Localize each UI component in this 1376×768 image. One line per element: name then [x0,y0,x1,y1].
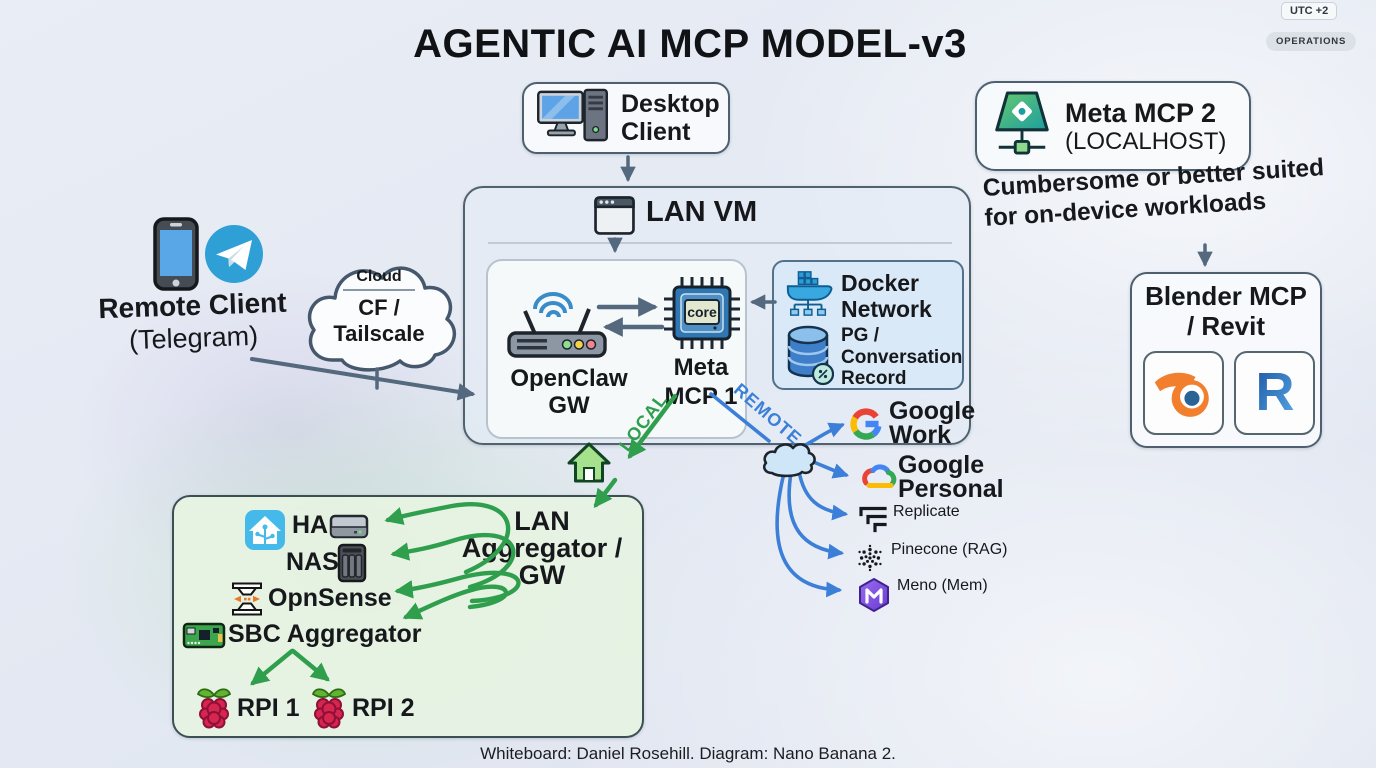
chip-core-label: core [687,304,717,320]
operations-badge: OPERATIONS [1266,32,1357,51]
raspberry-pi-icon [310,685,348,736]
ha-label: HA [292,511,329,539]
network-screen-icon [991,89,1053,164]
cloud-divider [343,289,415,291]
cloud-gateway-label: Cloud CF / Tailscale [318,268,440,347]
openclaw-label-2: GW [548,392,590,419]
desktop-client-box: Desktop Client [522,82,730,154]
service-label: Work [889,421,952,449]
home-icon [566,440,612,491]
pinecone-icon [855,542,885,577]
lan-aggregator-box: LAN Aggregator / GW HA NAS [172,495,644,738]
cloud-gateway-label-2: Tailscale [333,321,425,346]
service-label: Google [889,397,976,425]
replicate-icon [858,504,888,539]
cloud-small-label: Cloud [356,268,402,285]
sbc-aggregator-label: SBC Aggregator [228,620,422,648]
docker-label-2: Network [841,296,932,322]
lan-aggregator-heading-3: GW [518,560,566,590]
sbc-board-icon [182,619,226,656]
wifi-router-icon [505,281,609,364]
lan-vm-divider [488,242,952,244]
raspberry-pi-icon [195,685,233,736]
cpu-chip-icon: core [660,275,744,356]
desktop-client-label-2: Client [621,118,691,146]
revit-icon: R [1234,351,1315,435]
nas-label: NAS [286,548,339,576]
service-google-work: Google Work [889,397,976,449]
meta-mcp2-subtitle: (LOCALHOST) [1065,127,1227,155]
connector-cloud-to-pinecone [787,471,845,560]
pg-label-1: PG / [841,325,880,346]
browser-window-icon [594,196,635,240]
lan-aggregator-heading-1: LAN [514,506,570,536]
revit-letter: R [1255,362,1294,422]
footer-credit: Whiteboard: Daniel Rosehill. Diagram: Na… [480,744,896,763]
connector-cloud-to-meno [775,471,843,598]
openclaw-label-1: OpenClaw [510,365,628,392]
pg-label-3: Record [841,368,907,389]
lan-aggregator-heading-2: Aggregator / [461,533,623,563]
utc-badge: UTC +2 [1281,2,1338,20]
meta-mcp2-title: Meta MCP 2 [1065,97,1217,128]
service-label: Personal [898,475,1004,503]
page-title: AGENTIC AI MCP MODEL-v3 [413,22,967,66]
meta-mcp2-box: Meta MCP 2 (LOCALHOST) [975,81,1251,171]
docker-label-1: Docker [841,270,919,296]
desktop-computer-icon [535,88,611,149]
google-cloud-icon [858,462,900,497]
service-meno: Meno (Mem) [897,577,988,594]
service-pinecone: Pinecone (RAG) [891,541,1008,558]
lan-vm-box: LAN VM OpenClaw GW [463,186,971,445]
docker-network-box: Docker Network PG / Conversation Record [772,260,964,390]
pg-label-2: Conversation [841,346,963,368]
rpi1-label: RPI 1 [237,694,300,722]
rpi2-label: RPI 2 [352,694,415,722]
service-replicate: Replicate [893,503,960,520]
opnsense-label: OpnSense [268,584,392,612]
database-icon [786,324,835,391]
home-assistant-icon [244,509,286,556]
nas-icon [337,543,367,588]
google-g-icon [849,407,883,446]
smartphone-icon [150,216,202,297]
cloud-gateway-label-1: CF / [358,295,400,320]
blender-revit-title-1: Blender MCP [1145,281,1307,311]
remote-client-label: Remote Client (Telegram) [87,286,299,357]
disk-drive-icon [329,511,369,546]
meno-icon [857,577,891,618]
blender-icon [1143,351,1224,435]
docker-whale-icon [784,269,834,322]
meta-mcp1-label-1: Meta [673,354,729,381]
lan-vm-label: LAN VM [646,196,758,228]
gateway-inner-box: OpenClaw GW core Meta MCP 1 [486,259,747,439]
opnsense-icon [231,582,263,621]
blender-revit-box: Blender MCP / Revit R [1130,272,1322,448]
service-label: Google [898,451,985,479]
blender-revit-title-2: / Revit [1186,311,1266,341]
service-google-personal: Google Personal [898,451,1004,503]
telegram-icon [203,223,265,290]
desktop-client-label-1: Desktop [621,90,720,118]
